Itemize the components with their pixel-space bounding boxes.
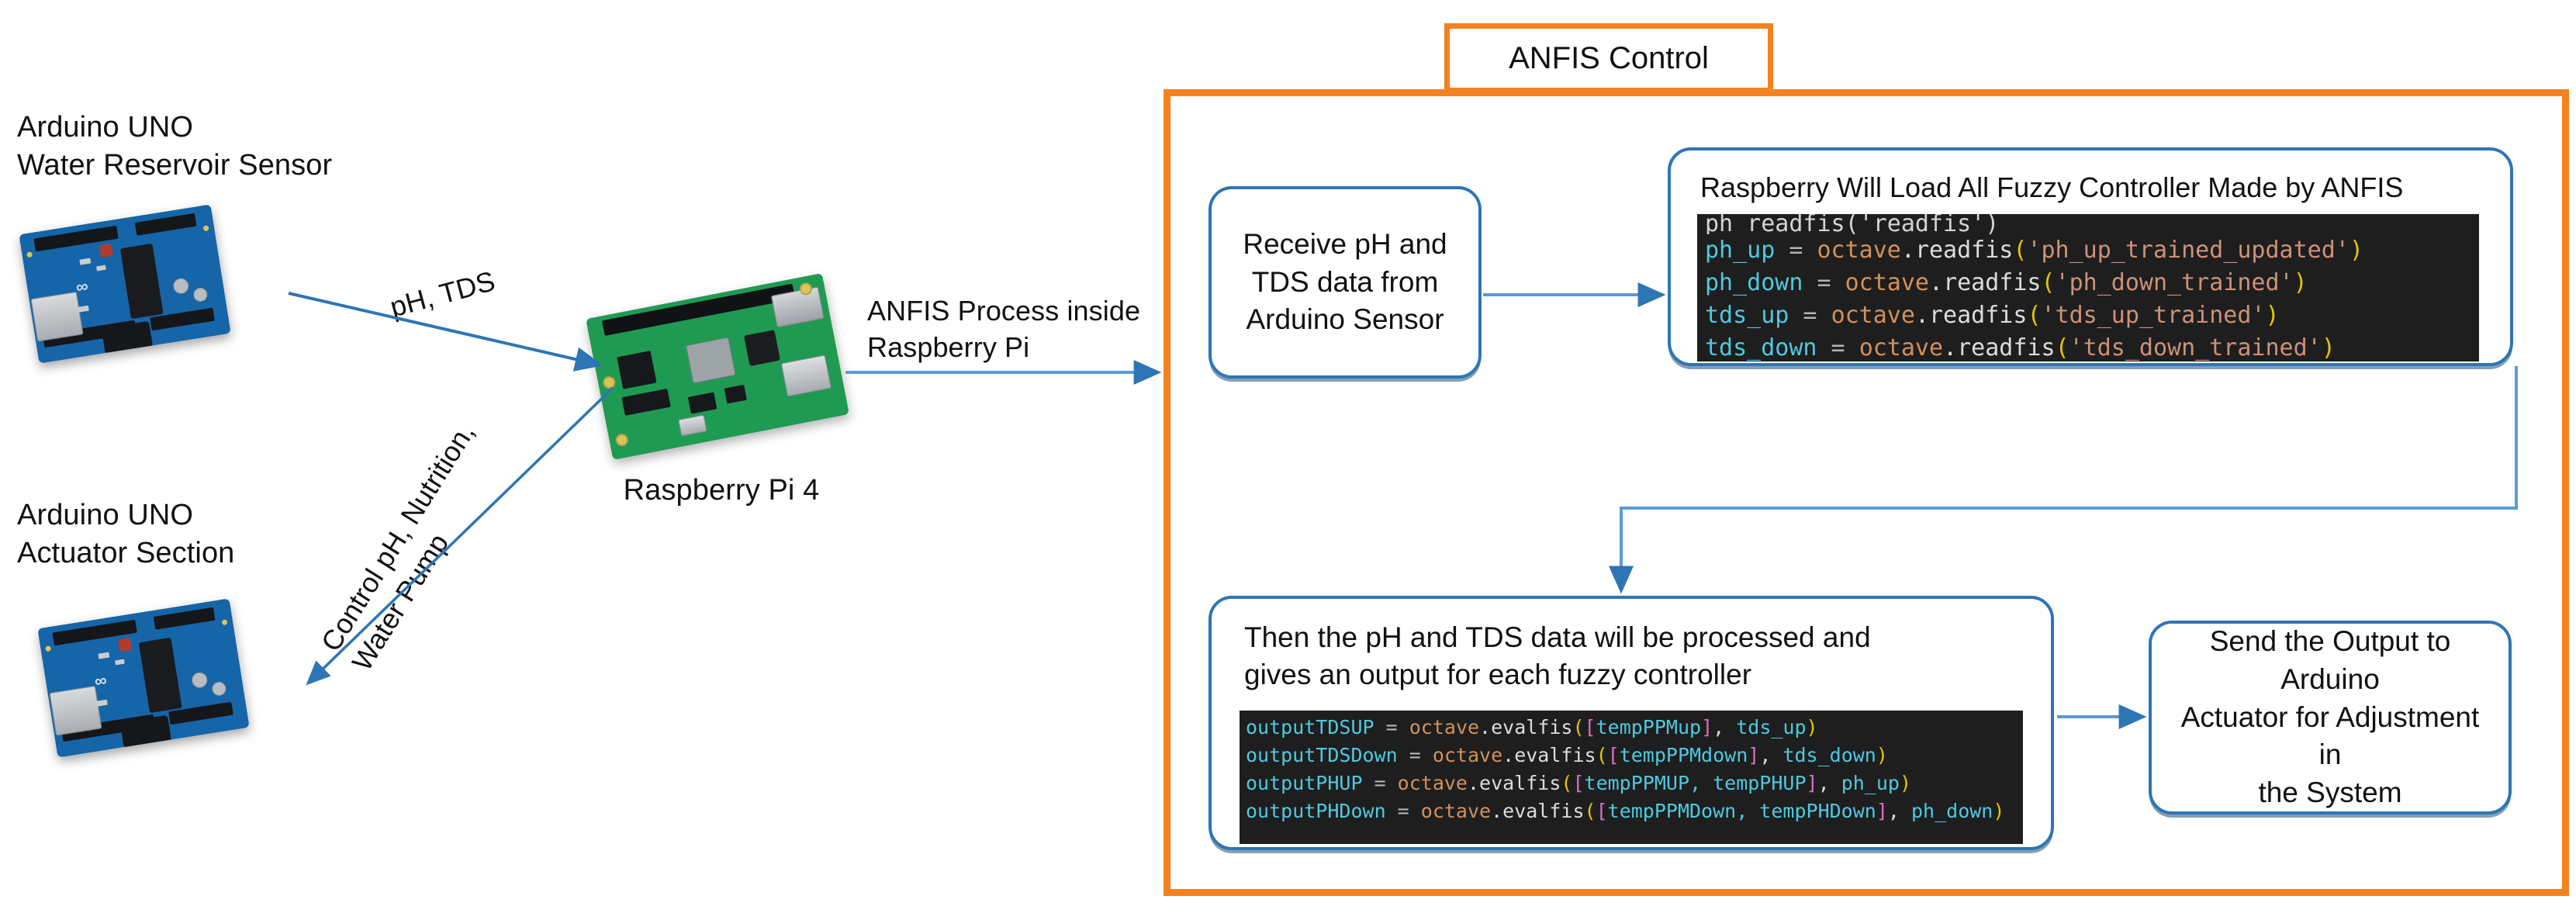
step-process-data-heading: Then the pH and TDS data will be process…: [1244, 621, 1871, 691]
code-line: outputPHUP = octave.evalfis([tempPPMUP, …: [1246, 772, 1912, 794]
code-block-load-controllers: ph_readfis('readfis') ph_up = octave.rea…: [1697, 214, 2479, 361]
code-line: ph_up = octave.readfis('ph_up_trained_up…: [1705, 237, 2363, 264]
step-load-controllers-heading: Raspberry Will Load All Fuzzy Controller…: [1700, 171, 2404, 203]
edge-label-anfis-process: ANFIS Process inside Raspberry Pi: [867, 295, 1141, 363]
step-receive-data-box: Receive pH and TDS data from Arduino Sen…: [1208, 186, 1482, 379]
code-block-evaluate: outputTDSUP = octave.evalfis([tempPPMup]…: [1240, 711, 2023, 844]
code-line: tds_up = octave.readfis('tds_up_trained'…: [1705, 302, 2280, 329]
arduino-actuator-label: Arduino UNO Actuator Section: [17, 499, 235, 569]
step-load-controllers-box: Raspberry Will Load All Fuzzy Controller…: [1668, 147, 2513, 366]
step-receive-data-text: Receive pH and TDS data from Arduino Sen…: [1243, 227, 1447, 336]
arduino-sensor-board-image: ∞: [19, 204, 231, 364]
arduino-sensor-label: Arduino UNO Water Reservoir Sensor: [17, 111, 333, 182]
code-line-partial: ph_readfis('readfis'): [1705, 214, 2000, 234]
anfis-group-title-text: ANFIS Control: [1509, 40, 1709, 75]
code-line: ph_down = octave.readfis('ph_down_traine…: [1705, 269, 2308, 296]
anfis-group-title-box: ANFIS Control: [1444, 23, 1773, 93]
arduino-actuator-board-image: ∞: [37, 598, 250, 758]
edge-label-ph-tds: pH, TDS: [386, 265, 499, 323]
step-process-data-box: Then the pH and TDS data will be process…: [1208, 596, 2054, 850]
step-send-output-text: Send the Output to Arduino Actuator for …: [2180, 624, 2480, 809]
raspberry-pi-label: Raspberry Pi 4: [623, 474, 820, 507]
code-line: outputPHDown = octave.evalfis([tempPPMDo…: [1246, 800, 2005, 822]
step-send-output-box: Send the Output to Arduino Actuator for …: [2149, 621, 2512, 815]
code-line: outputTDSDown = octave.evalfis([tempPPMd…: [1246, 744, 1888, 766]
code-line: outputTDSUP = octave.evalfis([tempPPMup]…: [1246, 716, 1818, 738]
raspberry-pi-board-image: [586, 273, 849, 460]
code-lines-load: ph_up = octave.readfis('ph_up_trained_up…: [1697, 234, 2479, 361]
code-line: tds_down = octave.readfis('tds_down_trai…: [1705, 334, 2336, 361]
code-lines-evaluate: outputTDSUP = octave.evalfis([tempPPMup]…: [1240, 711, 2023, 825]
